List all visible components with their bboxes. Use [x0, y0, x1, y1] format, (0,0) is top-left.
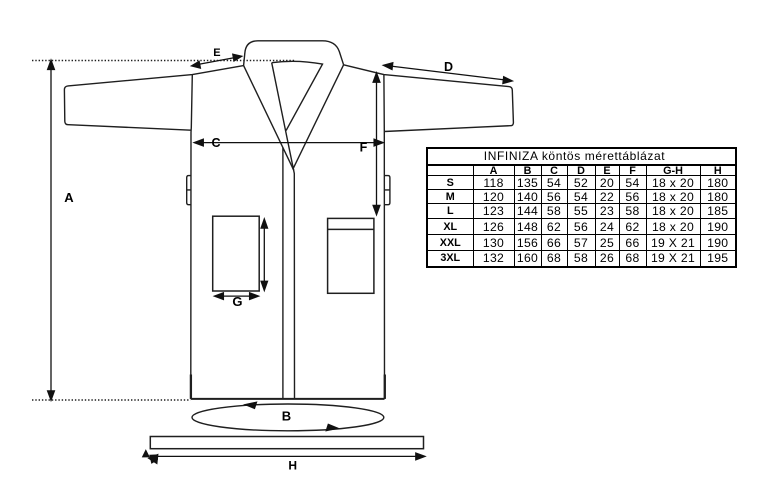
- svg-text:D: D: [444, 60, 453, 74]
- svg-text:H: H: [288, 459, 297, 473]
- svg-text:E: E: [213, 47, 220, 59]
- svg-text:A: A: [64, 190, 74, 205]
- svg-text:F: F: [360, 141, 368, 155]
- svg-text:G: G: [232, 294, 242, 309]
- svg-text:B: B: [282, 409, 291, 424]
- svg-text:C: C: [211, 136, 220, 150]
